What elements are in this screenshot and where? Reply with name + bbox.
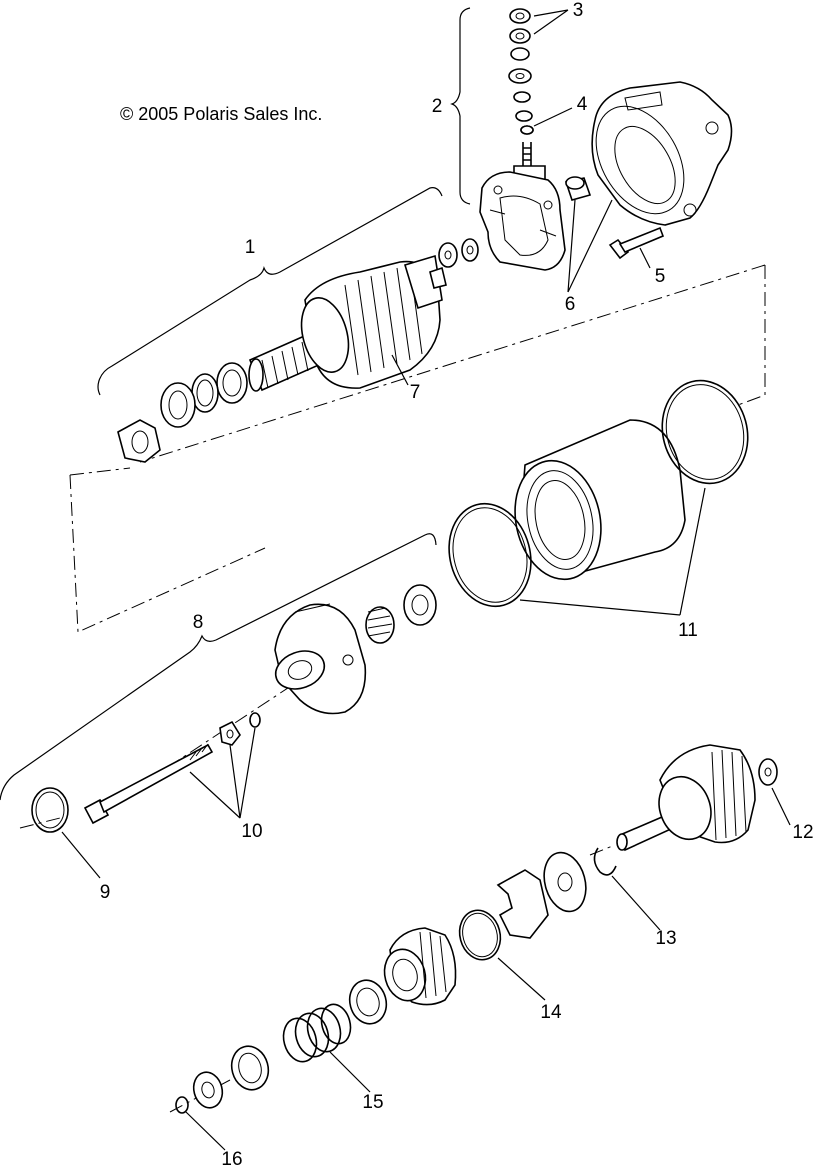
gear-washer	[759, 759, 777, 785]
snap-ring-gear	[594, 848, 616, 875]
group-brackets	[0, 8, 470, 800]
copyright-notice: © 2005 Polaris Sales Inc.	[120, 104, 322, 124]
o-ring-small	[521, 126, 533, 134]
collar-small	[190, 1069, 226, 1111]
snap-ring-large	[32, 788, 68, 832]
brush-plate	[480, 172, 565, 270]
bolt-o-ring	[250, 713, 260, 727]
callout-1: 1	[245, 237, 256, 258]
callout-13: 13	[655, 928, 676, 949]
callout-6: 6	[565, 294, 576, 315]
callout-11: 11	[678, 620, 698, 641]
thrust-washer	[538, 848, 592, 916]
callout-10: 10	[241, 821, 262, 842]
o-ring-large-left	[438, 494, 542, 615]
armature	[249, 256, 446, 391]
ball-bearing	[404, 585, 436, 625]
pinion-gear	[379, 928, 456, 1005]
callout-4: 4	[577, 94, 588, 115]
callout-12: 12	[792, 822, 813, 843]
callout-15: 15	[362, 1092, 383, 1113]
callout-8: 8	[193, 612, 204, 633]
spring-seat	[227, 1042, 273, 1094]
end-cap-housing	[578, 82, 731, 229]
callout-9: 9	[100, 882, 111, 903]
through-bolt	[85, 744, 212, 823]
callout-5: 5	[655, 266, 666, 287]
callout-3: 3	[573, 0, 584, 21]
callout-7: 7	[410, 382, 421, 403]
callout-numbers: 1 2 3 4 5 6 7 8 9 10 11 12 13 14 15 16	[100, 0, 814, 1167]
clip-small	[176, 1097, 188, 1113]
field-housing	[504, 420, 685, 587]
sealing-washer	[220, 722, 240, 745]
clutch-retainer	[498, 870, 548, 938]
leader-lines	[62, 10, 790, 1150]
bushing	[566, 177, 590, 200]
drive-end-housing	[270, 604, 365, 714]
pinion-collar	[345, 976, 391, 1028]
callout-16: 16	[221, 1149, 242, 1167]
callout-2: 2	[432, 96, 443, 117]
callout-14: 14	[540, 1002, 562, 1023]
drive-gear-shaft	[617, 745, 755, 850]
snap-ring-pinion	[454, 906, 506, 965]
nut-washer-stack	[509, 9, 545, 180]
needle-bearing	[366, 607, 394, 643]
armature-washers	[439, 239, 478, 267]
armature-shims	[118, 363, 247, 462]
o-ring-large-right	[651, 371, 759, 493]
return-spring	[279, 1001, 355, 1065]
bolt-short	[610, 228, 663, 258]
